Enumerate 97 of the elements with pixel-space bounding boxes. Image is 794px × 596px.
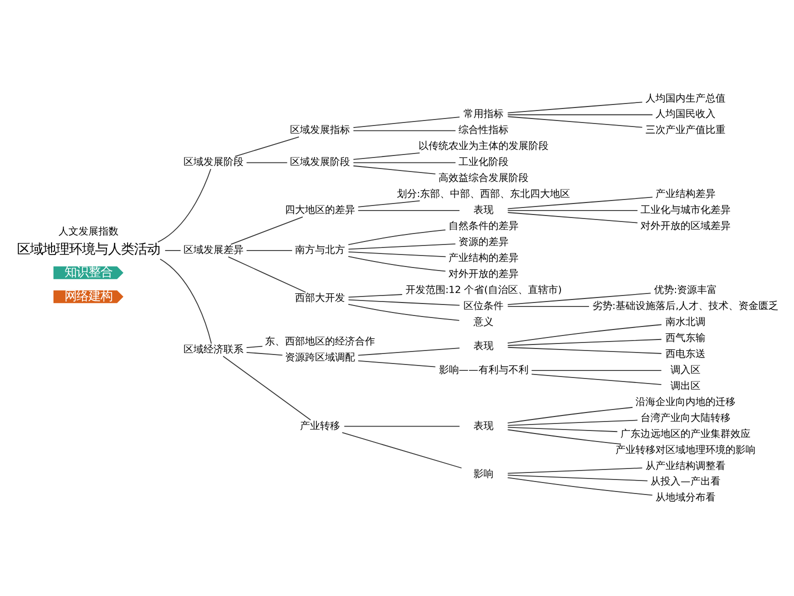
node-text: 区域经济联系 bbox=[184, 344, 244, 355]
node-text: 从产业结构调整看 bbox=[646, 460, 726, 472]
node-text: 影响 bbox=[474, 468, 494, 480]
connector bbox=[358, 210, 460, 211]
node-text: 优势:资源丰富 bbox=[654, 284, 718, 296]
connector bbox=[228, 256, 306, 292]
node-text: 工业化与城市化差异 bbox=[640, 204, 731, 216]
connector bbox=[246, 345, 263, 348]
node-text: 区域发展阶段 bbox=[290, 156, 350, 168]
node-text: 产业转移 bbox=[300, 420, 340, 432]
connector bbox=[358, 347, 460, 356]
connector bbox=[352, 162, 456, 163]
connector bbox=[507, 346, 662, 354]
connector bbox=[507, 419, 638, 426]
connector bbox=[507, 114, 653, 115]
connector bbox=[358, 360, 436, 367]
connector bbox=[246, 351, 283, 356]
connector bbox=[246, 162, 288, 163]
connector bbox=[160, 258, 212, 344]
node-text: 沿海企业向内地的迁移 bbox=[636, 396, 736, 408]
node-text: 资源跨区域调配 bbox=[285, 352, 356, 363]
node-text: 台湾产业向大陆转移 bbox=[640, 412, 731, 424]
node-text: 开发范围:12 个省(自治区、直辖市) bbox=[405, 284, 562, 296]
connector bbox=[507, 426, 618, 432]
connector bbox=[348, 298, 460, 306]
node-text: 产业结构差异 bbox=[656, 188, 716, 200]
connector bbox=[342, 432, 462, 468]
connector bbox=[507, 101, 643, 113]
node-text: 调出区 bbox=[670, 380, 701, 392]
connector bbox=[352, 130, 456, 131]
node-text: 西部大开发 bbox=[295, 292, 346, 304]
connector bbox=[507, 116, 643, 128]
node-text: 从地域分布看 bbox=[656, 492, 716, 504]
connector bbox=[348, 250, 446, 257]
connector bbox=[507, 210, 638, 211]
connector bbox=[507, 428, 622, 444]
node-text: 劣势:基础设施落后,人才、技术、资金匮乏 bbox=[592, 300, 779, 312]
connector bbox=[348, 255, 446, 272]
node-text: 调入区 bbox=[670, 364, 701, 376]
node-text: 区域发展阶段 bbox=[184, 156, 244, 168]
connector bbox=[358, 200, 420, 207]
node-text: 工业化阶段 bbox=[458, 156, 509, 168]
connector bbox=[352, 152, 420, 160]
node-text: 人均国民收入 bbox=[656, 108, 716, 120]
node-text: 产业转移对区域地理环境的影响 bbox=[616, 444, 756, 456]
node-text: 东、西部地区的经济合作 bbox=[265, 336, 376, 347]
connector bbox=[507, 292, 652, 305]
connector bbox=[352, 116, 460, 128]
node-text: 高效益综合发展阶段 bbox=[438, 172, 529, 184]
connector bbox=[507, 474, 648, 481]
node-text: 常用指标 bbox=[464, 108, 504, 120]
node-text: 综合性指标 bbox=[458, 124, 509, 136]
connector bbox=[348, 303, 460, 320]
node-text: 意义 bbox=[474, 316, 494, 328]
node-text: 广东边远地区的产业集群效应 bbox=[620, 428, 751, 440]
node-text: 表现 bbox=[474, 340, 494, 352]
label: 人文发展指数 bbox=[58, 226, 119, 237]
connector bbox=[230, 216, 304, 244]
node-text: 资源的差异 bbox=[458, 236, 509, 248]
connector bbox=[234, 136, 300, 156]
connector bbox=[352, 164, 436, 174]
node-text: 对外开放的差异 bbox=[448, 268, 519, 280]
connector bbox=[222, 355, 312, 420]
connector bbox=[507, 212, 638, 223]
connector bbox=[157, 168, 212, 242]
connector bbox=[507, 406, 634, 423]
node-text: 南水北调 bbox=[666, 316, 706, 328]
connector bbox=[507, 467, 643, 474]
node-text: 区域地理环境与人类活动 bbox=[17, 242, 160, 258]
node-text: 西电东送 bbox=[666, 348, 706, 360]
node-text: 三次产业产值比重 bbox=[646, 124, 726, 136]
connector bbox=[507, 338, 662, 346]
connector bbox=[531, 373, 662, 384]
node-text: 划分:东部、中部、西部、东北四大地区 bbox=[396, 188, 570, 200]
node-text: 产业结构的差异 bbox=[448, 252, 519, 264]
connector bbox=[507, 196, 653, 209]
connector bbox=[344, 425, 460, 426]
node-text: 四大地区的差异 bbox=[285, 204, 356, 216]
node-text: 人均国内生产总值 bbox=[646, 92, 726, 104]
connector bbox=[348, 229, 446, 245]
node-text: 区域发展指标 bbox=[290, 124, 350, 136]
node-text: 西气东输 bbox=[666, 332, 706, 344]
node-text: 表现 bbox=[474, 204, 494, 216]
node-text: 表现 bbox=[474, 420, 494, 432]
node-text: 以传统农业为主体的发展阶段 bbox=[418, 140, 549, 152]
node-text: 自然条件的差异 bbox=[448, 220, 519, 232]
connector bbox=[507, 476, 653, 496]
connector bbox=[348, 294, 403, 298]
node-text: 从投入—产出看 bbox=[650, 476, 720, 488]
connector bbox=[507, 324, 662, 343]
node-text: 南方与北方 bbox=[295, 244, 346, 256]
node-text: 对外开放的区域差异 bbox=[640, 220, 731, 232]
node-text: 区域发展差异 bbox=[184, 244, 244, 256]
node-text: 区位条件 bbox=[464, 300, 504, 312]
node-text: 影响——有利与不利 bbox=[438, 364, 528, 376]
connector bbox=[348, 242, 456, 250]
connector bbox=[531, 369, 662, 370]
